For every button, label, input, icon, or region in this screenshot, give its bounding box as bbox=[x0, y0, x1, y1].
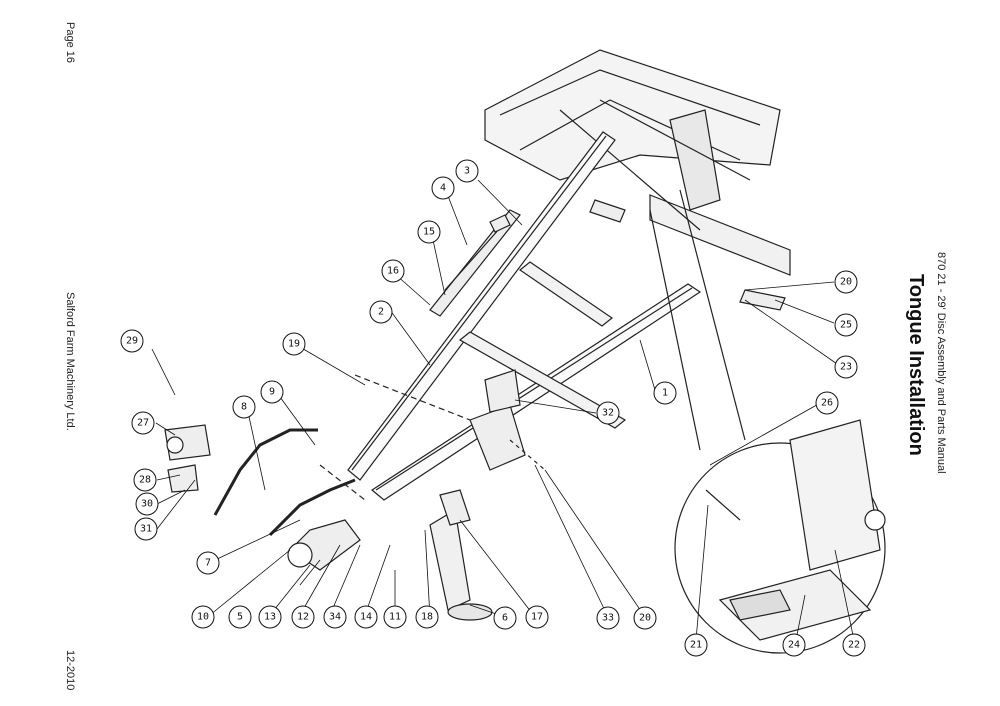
svg-text:20: 20 bbox=[840, 277, 852, 288]
svg-text:2: 2 bbox=[378, 307, 384, 318]
callout-labels: 1 2 3 4 5 6 7 8 9 10 11 12 13 14 15 16 1… bbox=[120, 159, 866, 657]
callout-33: 33 bbox=[596, 606, 620, 630]
leader-lines bbox=[151, 179, 855, 641]
svg-text:16: 16 bbox=[387, 266, 399, 277]
callout-1: 1 bbox=[653, 381, 677, 405]
callout-32: 32 bbox=[596, 401, 620, 425]
callout-14: 14 bbox=[354, 605, 378, 629]
callout-8: 8 bbox=[232, 395, 256, 419]
callout-23: 23 bbox=[834, 355, 858, 379]
callout-19: 19 bbox=[282, 332, 306, 356]
svg-text:31: 31 bbox=[140, 524, 152, 535]
callout-34: 34 bbox=[323, 605, 347, 629]
svg-text:17: 17 bbox=[531, 612, 543, 623]
svg-text:20: 20 bbox=[639, 613, 651, 624]
svg-text:5: 5 bbox=[237, 612, 243, 623]
svg-text:13: 13 bbox=[264, 612, 276, 623]
callout-29: 29 bbox=[120, 329, 144, 353]
svg-text:24: 24 bbox=[788, 640, 800, 651]
svg-text:23: 23 bbox=[840, 362, 852, 373]
svg-text:7: 7 bbox=[205, 558, 211, 569]
callout-11: 11 bbox=[383, 605, 407, 629]
callout-25: 25 bbox=[834, 313, 858, 337]
svg-text:1: 1 bbox=[662, 388, 668, 399]
callout-12: 12 bbox=[291, 605, 315, 629]
svg-text:18: 18 bbox=[421, 612, 433, 623]
callout-5: 5 bbox=[228, 605, 252, 629]
callout-30: 30 bbox=[135, 492, 159, 516]
svg-text:27: 27 bbox=[137, 418, 149, 429]
svg-text:9: 9 bbox=[269, 387, 275, 398]
callout-28: 28 bbox=[133, 468, 157, 492]
callout-13: 13 bbox=[258, 605, 282, 629]
svg-text:30: 30 bbox=[141, 499, 153, 510]
svg-text:28: 28 bbox=[139, 475, 151, 486]
callout-16: 16 bbox=[381, 259, 405, 283]
svg-text:26: 26 bbox=[821, 398, 833, 409]
svg-text:34: 34 bbox=[329, 612, 341, 623]
callout-21: 21 bbox=[684, 633, 708, 657]
callout-7: 7 bbox=[196, 551, 220, 575]
callout-4: 4 bbox=[431, 176, 455, 200]
callout-24: 24 bbox=[782, 633, 806, 657]
callout-10: 10 bbox=[191, 605, 215, 629]
svg-text:33: 33 bbox=[602, 613, 614, 624]
svg-text:29: 29 bbox=[126, 336, 138, 347]
callout-20a: 20 bbox=[834, 270, 858, 294]
svg-text:4: 4 bbox=[440, 183, 446, 194]
svg-text:14: 14 bbox=[360, 612, 372, 623]
svg-text:22: 22 bbox=[848, 640, 860, 651]
svg-text:3: 3 bbox=[464, 166, 470, 177]
callout-18: 18 bbox=[415, 605, 439, 629]
callout-17: 17 bbox=[525, 605, 549, 629]
callout-15: 15 bbox=[417, 220, 441, 244]
callout-27: 27 bbox=[131, 411, 155, 435]
callout-3: 3 bbox=[455, 159, 479, 183]
exploded-view-linework bbox=[164, 49, 886, 654]
callout-20b: 20 bbox=[633, 606, 657, 630]
callout-26: 26 bbox=[815, 391, 839, 415]
svg-text:6: 6 bbox=[502, 613, 508, 624]
svg-text:10: 10 bbox=[197, 612, 209, 623]
svg-text:32: 32 bbox=[602, 408, 614, 419]
callout-9: 9 bbox=[260, 380, 284, 404]
svg-text:11: 11 bbox=[389, 612, 401, 623]
svg-text:25: 25 bbox=[840, 320, 852, 331]
callout-2: 2 bbox=[369, 300, 393, 324]
callout-6: 6 bbox=[493, 606, 517, 630]
svg-text:21: 21 bbox=[690, 640, 702, 651]
callout-31: 31 bbox=[134, 517, 158, 541]
svg-text:19: 19 bbox=[288, 339, 300, 350]
svg-text:12: 12 bbox=[297, 612, 309, 623]
callout-22: 22 bbox=[842, 633, 866, 657]
svg-text:8: 8 bbox=[241, 402, 247, 413]
svg-text:15: 15 bbox=[423, 227, 435, 238]
